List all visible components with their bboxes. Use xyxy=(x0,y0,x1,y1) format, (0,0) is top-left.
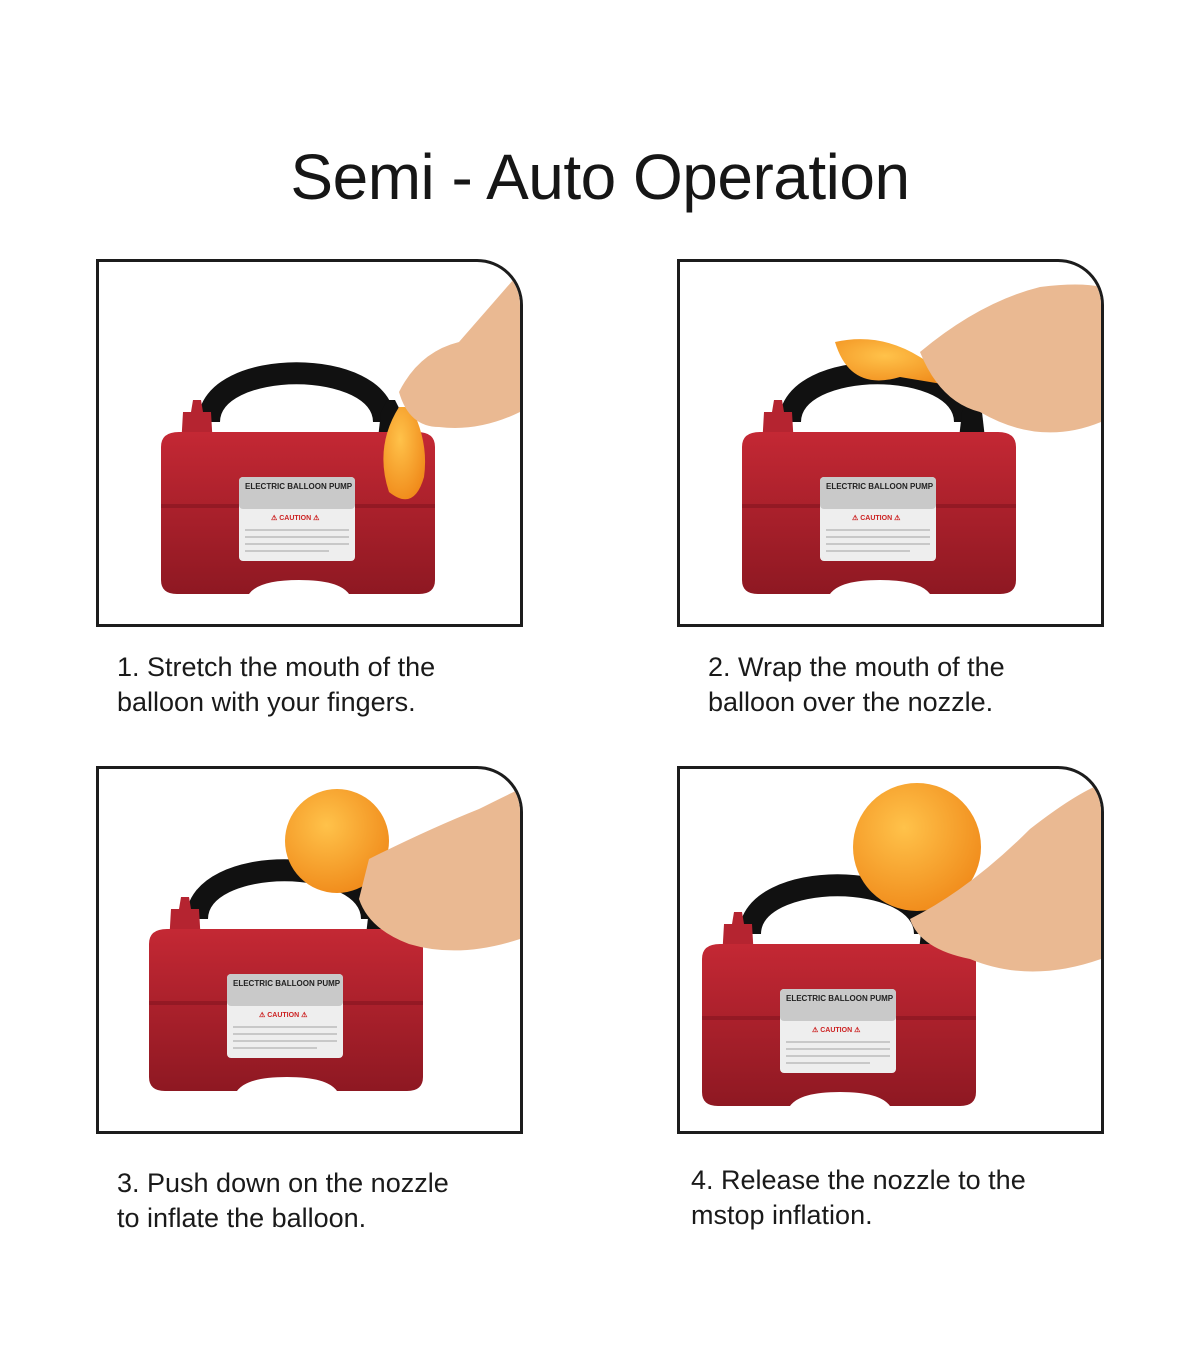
page-title: Semi - Auto Operation xyxy=(290,141,910,213)
step-2-photo: ELECTRIC BALLOON PUMP CAUTION xyxy=(677,259,1104,627)
step-4-photo: ELECTRIC BALLOON PUMP CAUTION xyxy=(677,766,1104,1134)
pump-illustration xyxy=(680,284,1101,624)
balloon xyxy=(835,339,960,387)
balloon xyxy=(285,789,389,893)
step-1-photo: ELECTRIC BALLOON PUMP CAUTION xyxy=(96,259,523,627)
caption-line: 2. Wrap the mouth of the xyxy=(708,652,1005,682)
step-2-caption: 2. Wrap the mouth of the balloon over th… xyxy=(708,650,1005,720)
caption-line: balloon over the nozzle. xyxy=(708,687,994,717)
pump-label-caution: CAUTION xyxy=(271,515,319,523)
pump-illustration xyxy=(99,789,520,1131)
hand xyxy=(920,284,1101,433)
hand xyxy=(359,789,520,951)
caption-line: mstop inflation. xyxy=(691,1200,873,1230)
pump-illustration xyxy=(680,783,1101,1131)
caption-line: 3. Push down on the nozzle xyxy=(117,1168,449,1198)
step-3-photo: ELECTRIC BALLOON PUMP CAUTION xyxy=(96,766,523,1134)
hand xyxy=(399,272,520,428)
step-1-caption: 1. Stretch the mouth of the balloon with… xyxy=(117,650,435,720)
hand xyxy=(910,784,1101,972)
caption-line: to inflate the balloon. xyxy=(117,1203,367,1233)
caption-line: balloon with your fingers. xyxy=(117,687,416,717)
caption-line: 4. Release the nozzle to the xyxy=(691,1165,1026,1195)
pump-label-caution: CAUTION xyxy=(852,515,900,523)
pump-label-caution: CAUTION xyxy=(259,1012,307,1020)
pump-label-brand: ELECTRIC BALLOON PUMP xyxy=(786,994,894,1003)
step-4-caption: 4. Release the nozzle to the mstop infla… xyxy=(691,1163,1026,1233)
balloon xyxy=(853,783,981,911)
pump-label-brand: ELECTRIC BALLOON PUMP xyxy=(245,482,353,491)
pump-label-brand: ELECTRIC BALLOON PUMP xyxy=(826,482,934,491)
pump-label-caution: CAUTION xyxy=(812,1027,860,1035)
caption-line: 1. Stretch the mouth of the xyxy=(117,652,436,682)
step-3-caption: 3. Push down on the nozzle to inflate th… xyxy=(117,1166,449,1236)
balloon xyxy=(383,407,426,500)
pump-label-brand: ELECTRIC BALLOON PUMP xyxy=(233,979,341,988)
pump-illustration xyxy=(99,272,520,624)
